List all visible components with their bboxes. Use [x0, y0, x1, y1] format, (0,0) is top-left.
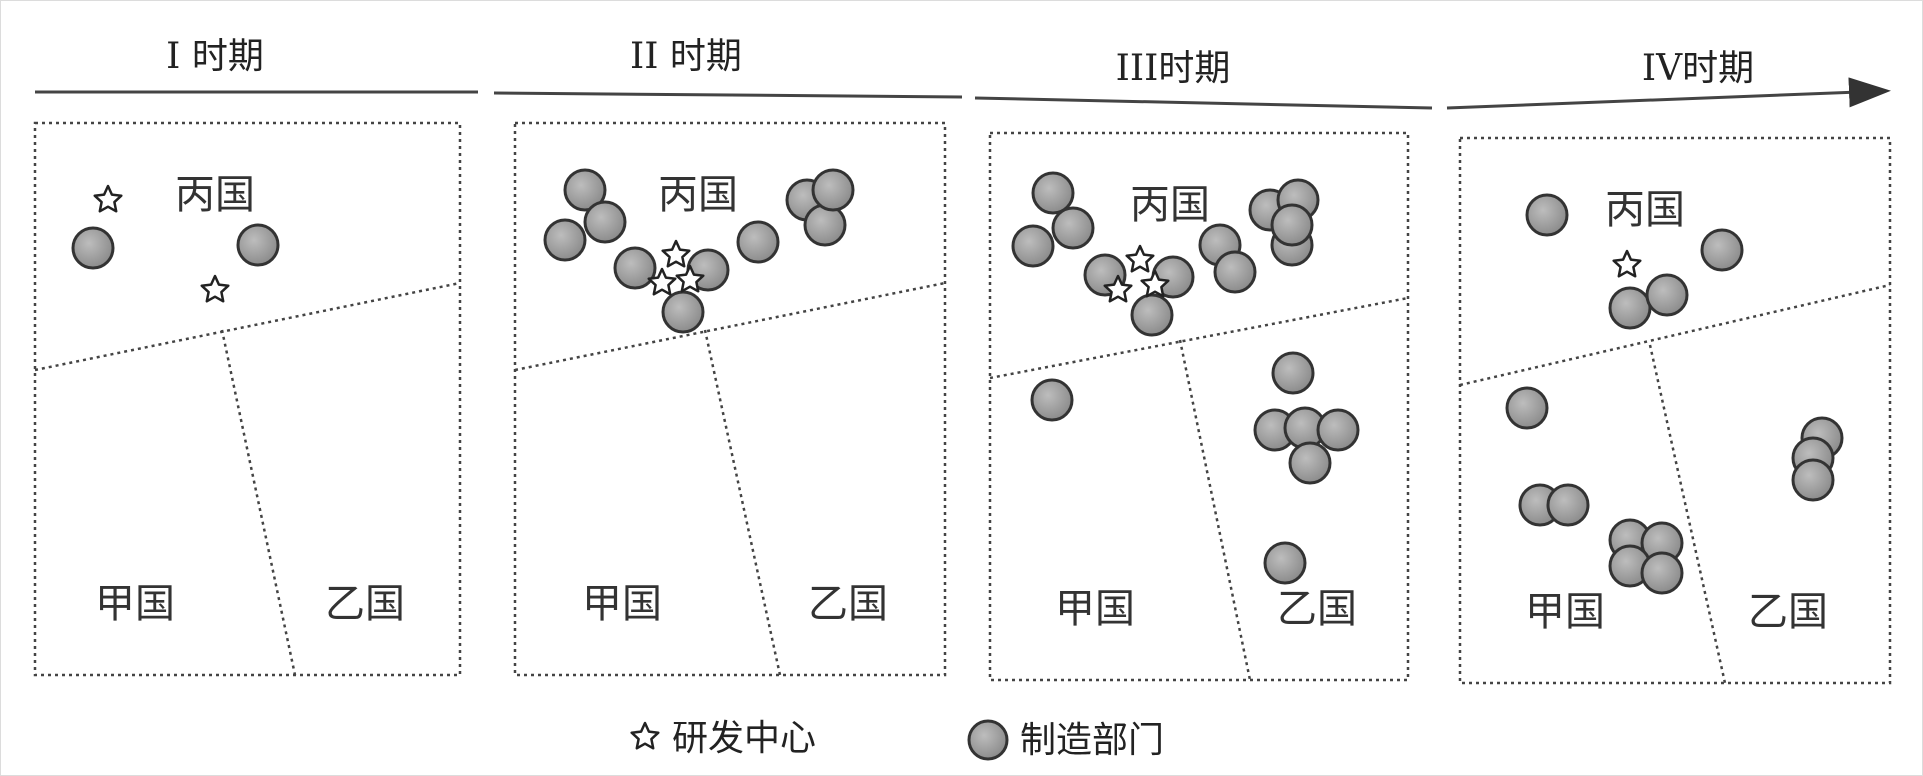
border-jia-yi: [1648, 344, 1727, 684]
manufacturing-circle-icon: [1031, 171, 1075, 215]
panel-period-2: 丙国 甲国 乙国: [513, 121, 947, 677]
manufacturing-circle-icon: [1030, 378, 1074, 422]
gray-circle-icon: [967, 719, 1009, 761]
manufacturing-circle-icon: [1051, 206, 1095, 250]
period-label-2: II 时期: [630, 36, 742, 77]
manufacturing-circle-icon: [583, 200, 627, 244]
research-center-star-icon: [1125, 244, 1155, 273]
research-center-star-icon: [1140, 269, 1170, 298]
legend: 研发中心 制造部门: [630, 718, 1164, 761]
manufacturing-circle-icon: [543, 218, 587, 262]
manufacturing-circle-icon: [1791, 458, 1835, 502]
manufacturing-circle-icon: [1263, 541, 1307, 585]
manufacturing-circle-icon: [803, 203, 847, 247]
panel-period-4: 丙国 甲国 乙国: [1458, 136, 1892, 685]
manufacturing-circle-icon: [811, 168, 855, 212]
country-jia: 甲国: [1055, 586, 1135, 632]
manufacturing-circle-icon: [236, 223, 280, 267]
manufacturing-circle-icon: [661, 290, 705, 334]
manufacturing-circle-icon: [967, 719, 1009, 761]
country-bing: 丙国: [658, 172, 738, 218]
research-center-star-icon: [1612, 249, 1642, 278]
border-bing-jia: [989, 296, 1409, 380]
country-yi: 乙国: [808, 581, 888, 627]
manufacturing-circle-icon: [1546, 483, 1590, 527]
manufacturing-circle-icon: [1608, 286, 1652, 330]
research-center-star-icon: [675, 264, 705, 293]
country-jia: 甲国: [582, 581, 662, 627]
research-center-star-icon: [1103, 274, 1133, 303]
country-yi: 乙国: [1748, 589, 1828, 635]
border-jia-yi: [1178, 339, 1252, 681]
research-center-star-icon: [661, 239, 691, 268]
legend-mfg-label: 制造部门: [1020, 720, 1164, 761]
border-bing-jia: [34, 281, 461, 372]
country-yi: 乙国: [325, 581, 405, 627]
manufacturing-circle-icon: [1271, 351, 1315, 395]
manufacturing-circle-icon: [613, 246, 657, 290]
panel-border: [33, 121, 462, 677]
manufacturing-circle-icon: [1316, 408, 1360, 452]
research-center-star-icon: [647, 267, 677, 296]
manufacturing-circle-icon: [1130, 293, 1174, 337]
research-center-star-icon: [93, 184, 123, 213]
manufacturing-circle-icon: [1700, 228, 1744, 272]
country-yi: 乙国: [1277, 586, 1357, 632]
manufacturing-circle-icon: [1213, 250, 1257, 294]
manufacturing-circle-icon: [1505, 386, 1549, 430]
research-center-star-icon: [630, 721, 660, 750]
period-label-1: I 时期: [166, 36, 264, 77]
manufacturing-circle-icon: [563, 168, 607, 212]
manufacturing-circle-icon: [1645, 273, 1689, 317]
panel-period-3: 丙国 甲国 乙国: [988, 131, 1410, 682]
research-center-star-icon: [200, 274, 230, 303]
panel-border: [513, 121, 947, 677]
border-jia-yi: [703, 329, 782, 676]
panel-period-1: 丙国 甲国 乙国: [33, 121, 462, 677]
period-label-3: III时期: [1116, 48, 1231, 89]
manufacturing-circle-icon: [71, 226, 115, 270]
manufacturing-circle-icon: [1288, 441, 1332, 485]
country-jia: 甲国: [95, 581, 175, 627]
manufacturing-circle-icon: [1640, 551, 1684, 595]
country-bing: 丙国: [175, 172, 255, 218]
country-bing: 丙国: [1605, 187, 1685, 233]
star-outline-icon: [630, 721, 660, 750]
country-jia: 甲国: [1525, 589, 1605, 635]
country-bing: 丙国: [1130, 182, 1210, 228]
timeline-arrow: [35, 77, 1891, 110]
border-bing-jia: [514, 281, 946, 372]
manufacturing-circle-icon: [1525, 193, 1569, 237]
panel-border: [1458, 136, 1892, 685]
manufacturing-circle-icon: [1270, 203, 1314, 247]
legend-rd-label: 研发中心: [672, 718, 816, 759]
manufacturing-circle-icon: [1011, 224, 1055, 268]
period-label-4: IV时期: [1642, 48, 1754, 89]
border-jia-yi: [220, 329, 297, 676]
manufacturing-circle-icon: [736, 220, 780, 264]
